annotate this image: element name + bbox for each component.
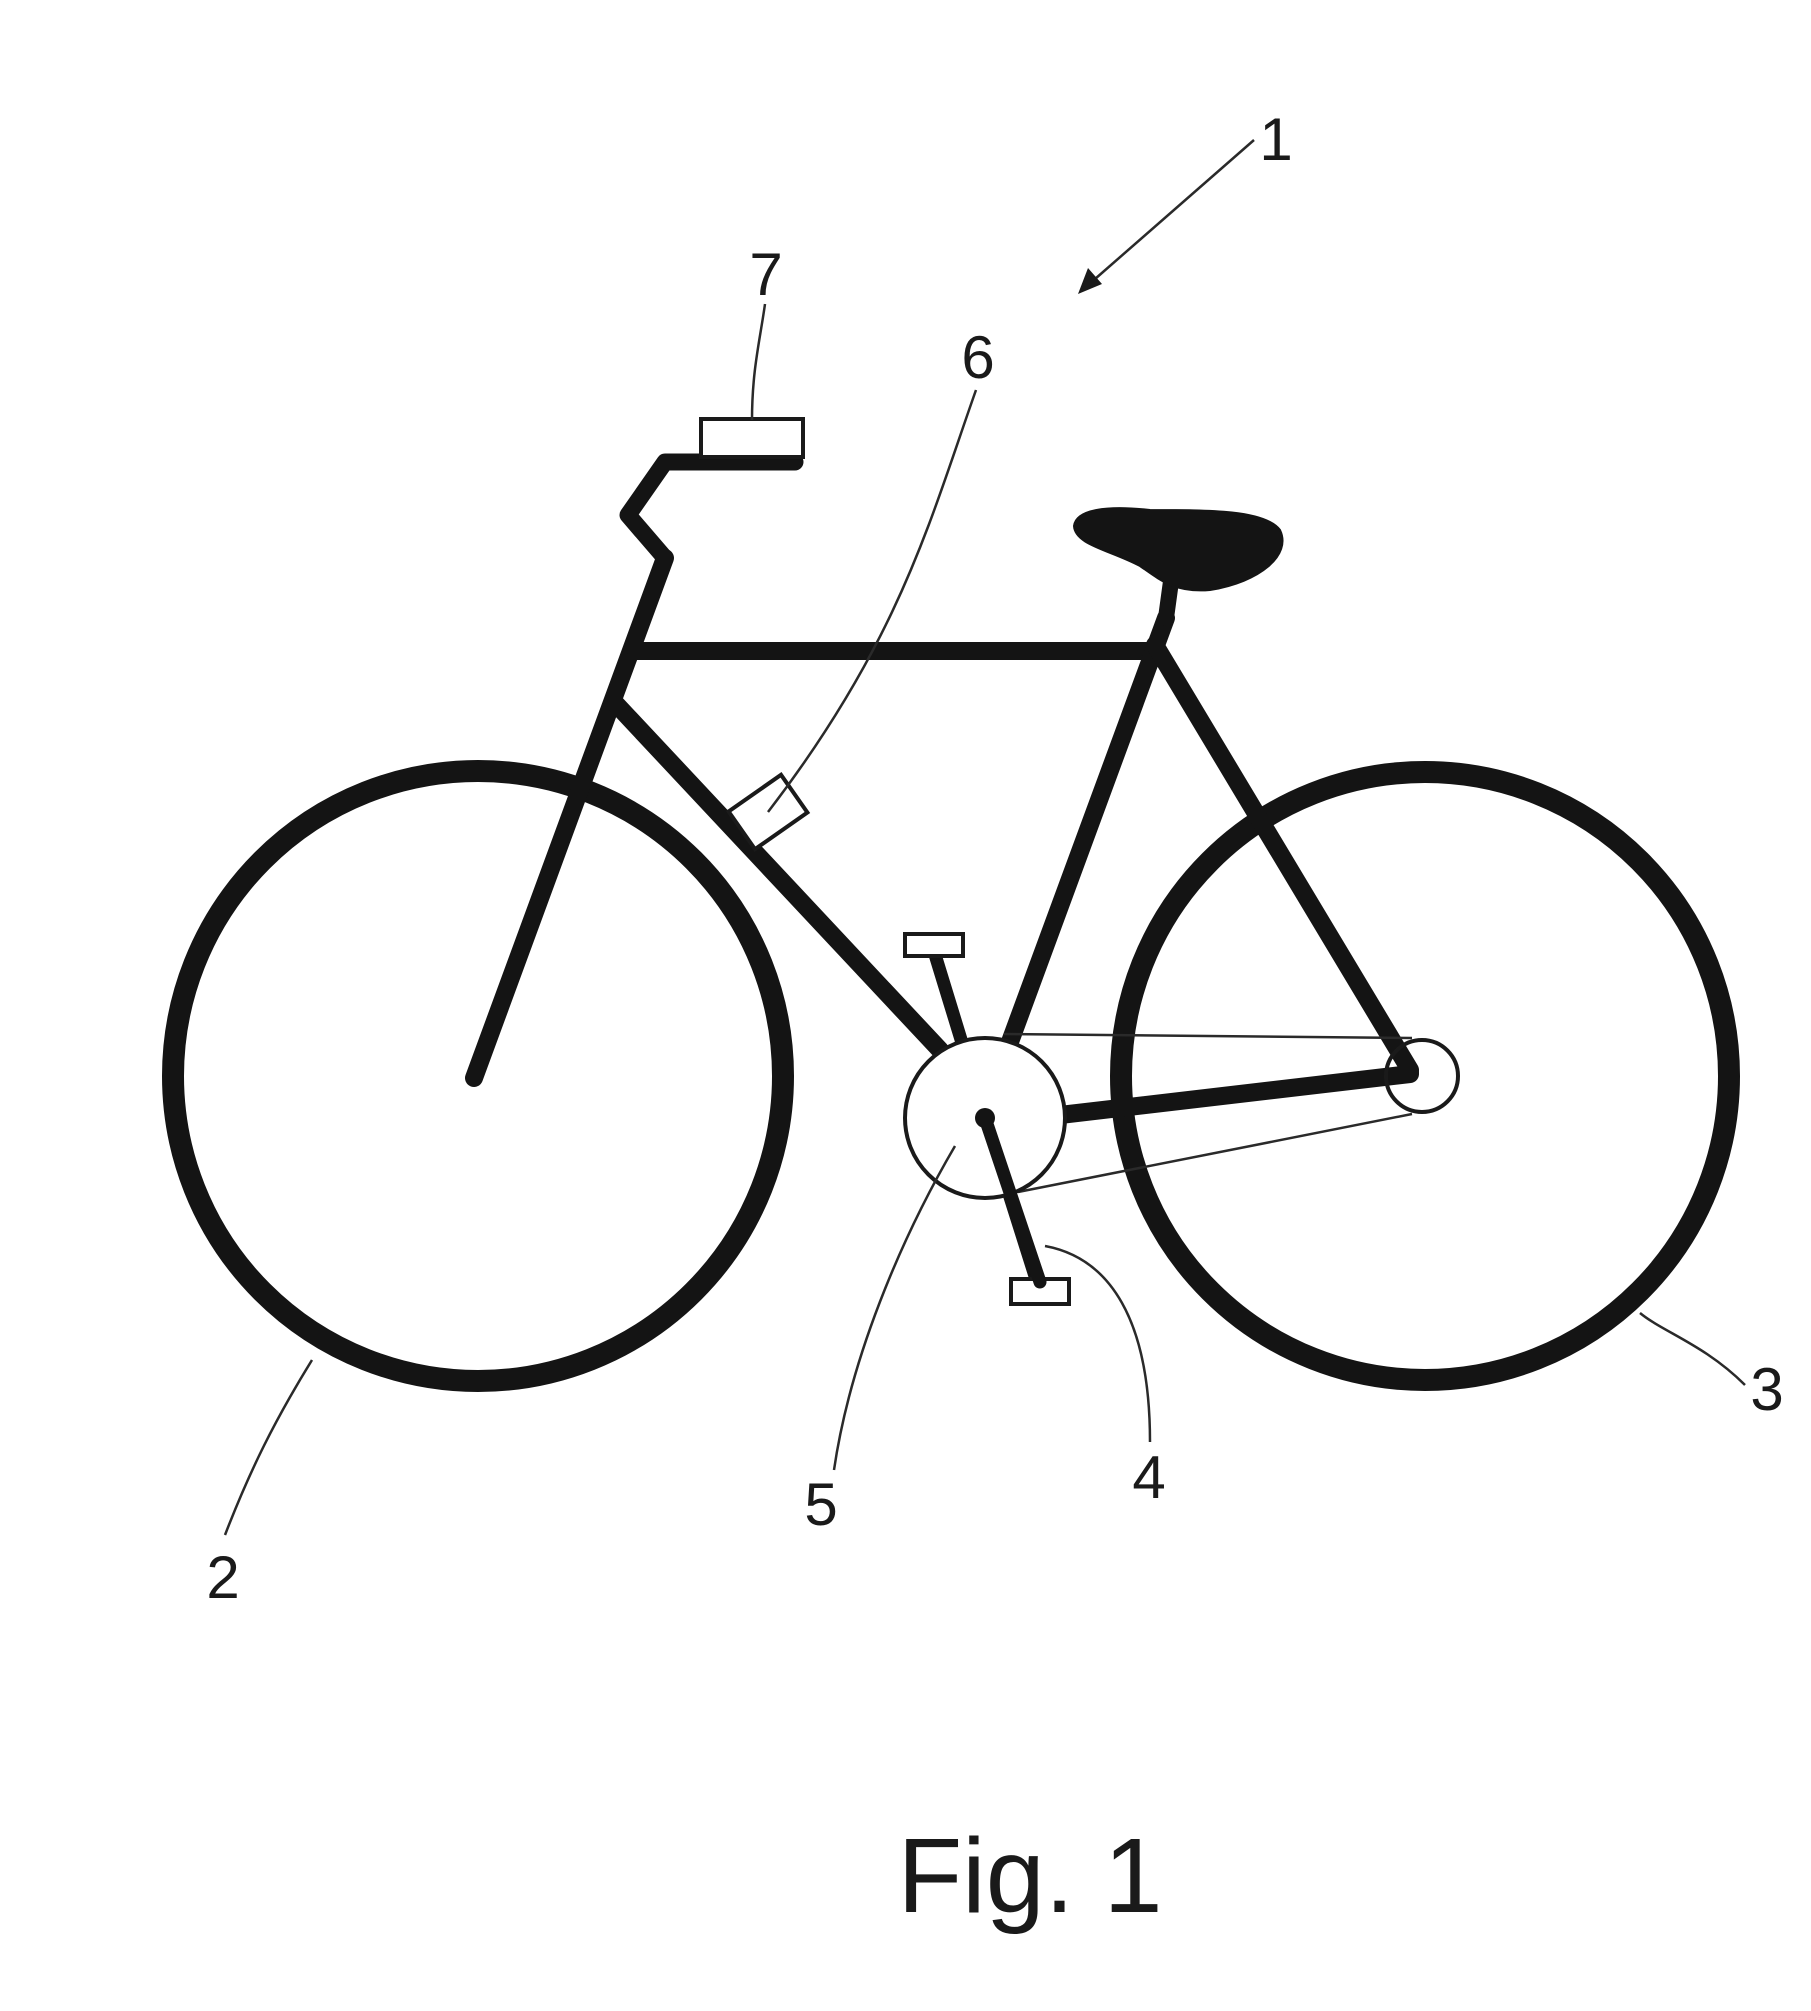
down-tube — [607, 695, 949, 1059]
figure-caption: Fig. 1 — [897, 1817, 1162, 1935]
chain-upper — [1003, 1032, 1413, 1040]
label-front-wheel: 2 — [206, 1544, 239, 1611]
leader-arrowhead-1 — [1078, 268, 1102, 294]
label-crank: 4 — [1132, 1444, 1165, 1511]
rear-sprocket — [1384, 1038, 1460, 1114]
leader-line-6 — [767, 389, 978, 813]
leader-line-7 — [750, 303, 767, 421]
label-rear-wheel: 3 — [1750, 1356, 1783, 1423]
crank-axle — [975, 1108, 995, 1128]
leader-line-3 — [1639, 1312, 1746, 1386]
pedal-upper — [903, 932, 965, 958]
rear-wheel — [1110, 761, 1740, 1391]
seat-stay — [1146, 636, 1419, 1079]
label-display: 7 — [749, 241, 782, 308]
label-bicycle: 1 — [1259, 106, 1292, 173]
front-wheel — [162, 760, 794, 1392]
label-motor: 5 — [804, 1471, 837, 1538]
chain-stay — [1051, 1065, 1419, 1124]
leader-lines — [223, 139, 1746, 1536]
saddle — [1072, 507, 1284, 592]
leader-line-4 — [1044, 1244, 1152, 1443]
chain-lower — [1017, 1112, 1413, 1194]
leader-line-5 — [832, 1145, 957, 1471]
stem — [619, 453, 804, 567]
display-unit — [699, 417, 805, 459]
seat-tube — [998, 609, 1175, 1059]
bicycle-frame — [465, 453, 1419, 1124]
label-sensor: 6 — [961, 324, 994, 391]
leader-line-2 — [223, 1359, 314, 1536]
leader-line-1 — [1094, 139, 1255, 280]
rear-hub — [1401, 1063, 1419, 1081]
crank-arm-lower-front — [978, 1111, 1047, 1289]
